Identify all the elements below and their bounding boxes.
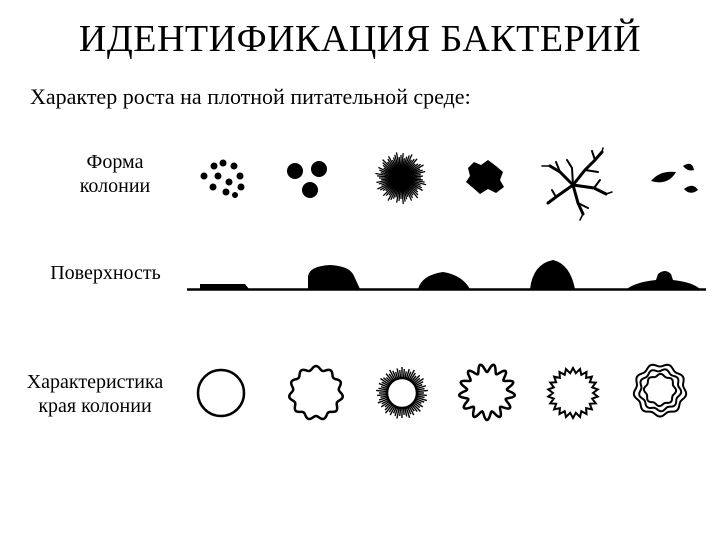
row-label-line: края колонии bbox=[38, 395, 152, 417]
form-scattered-dots bbox=[200, 159, 245, 198]
row-label-line: Форма bbox=[86, 151, 144, 173]
edge-filamentous bbox=[376, 367, 428, 419]
row-label-line: колонии bbox=[79, 175, 151, 197]
surface-raised bbox=[308, 265, 360, 289]
surface-umbonate bbox=[627, 271, 700, 289]
edge-serrate bbox=[546, 365, 600, 421]
surface-convex bbox=[418, 272, 470, 289]
form-irregular-colony bbox=[466, 160, 504, 194]
row-label-colony-form: Форма колонии bbox=[40, 150, 190, 198]
form-round-colonies bbox=[287, 161, 327, 198]
surface-flat bbox=[200, 284, 249, 289]
page-title: ИДЕНТИФИКАЦИЯ БАКТЕРИЙ bbox=[78, 18, 642, 60]
edge-lobate bbox=[457, 363, 517, 422]
form-radiating-colony bbox=[375, 152, 427, 204]
row-label-surface: Поверхность bbox=[18, 261, 193, 285]
subtitle: Характер роста на плотной питательной ср… bbox=[30, 84, 471, 109]
form-rhizoid-colony bbox=[541, 147, 613, 221]
row-label-colony-edge: Характеристика края колонии bbox=[5, 370, 185, 418]
row-label-line: Характеристика bbox=[26, 371, 164, 393]
surface-profiles bbox=[187, 260, 706, 291]
surface-dome bbox=[530, 260, 575, 289]
form-leaf-colonies bbox=[651, 163, 698, 193]
edge-smooth bbox=[196, 368, 246, 418]
edge-concentric bbox=[632, 363, 688, 418]
row-label-line: Поверхность bbox=[50, 262, 161, 284]
edge-undulate bbox=[287, 364, 345, 421]
